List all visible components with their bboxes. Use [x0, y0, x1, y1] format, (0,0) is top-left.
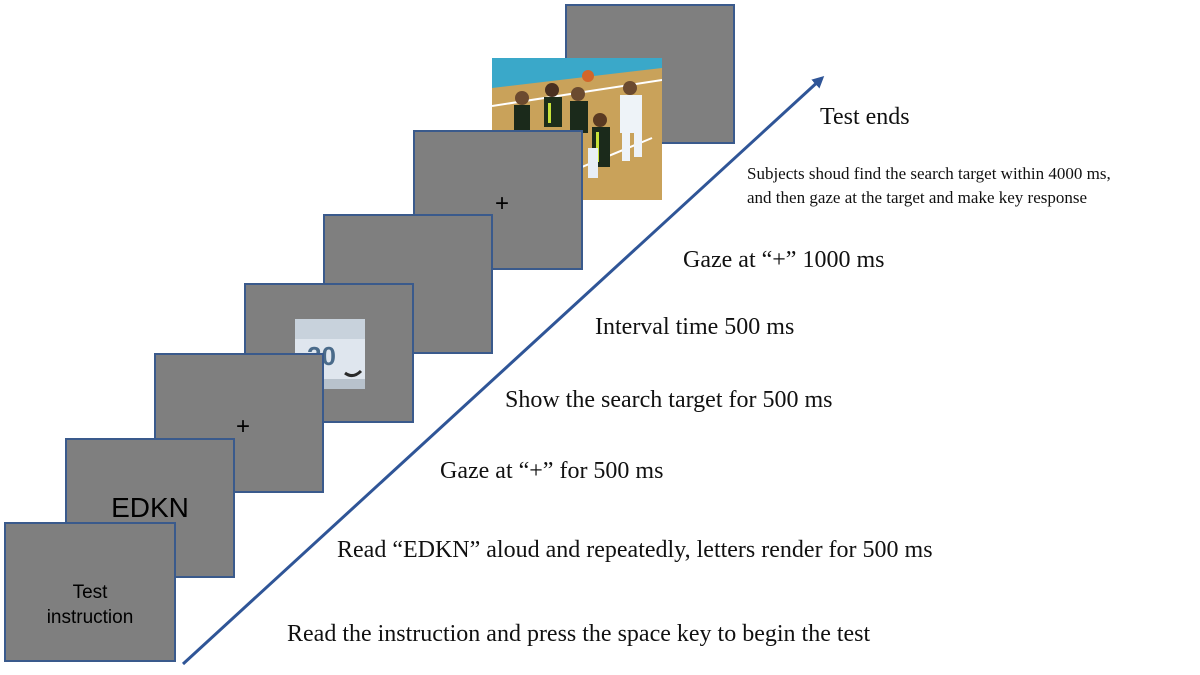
step-search-line2: and then gaze at the target and make key… — [747, 188, 1088, 207]
step-read-letters: Read “EDKN” aloud and repeatedly, letter… — [337, 537, 933, 563]
step-gaze-1000: Gaze at “+” 1000 ms — [683, 247, 885, 273]
step-interval: Interval time 500 ms — [595, 314, 795, 340]
step-read-instruction: Read the instruction and press the space… — [287, 621, 871, 647]
step-test-ends: Test ends — [820, 104, 910, 130]
panel-instruction: Test instruction — [4, 522, 176, 662]
step-search-line1: Subjects shoud find the search target wi… — [747, 164, 1111, 183]
step-gaze-500: Gaze at “+” for 500 ms — [440, 458, 664, 484]
instruction-text-line2: instruction — [46, 607, 134, 628]
step-show-target: Show the search target for 500 ms — [505, 387, 833, 413]
letters-text: EDKN — [111, 492, 189, 523]
fixation-cross: + — [495, 190, 510, 217]
instruction-text-line1: Test — [72, 582, 108, 603]
fixation-cross: + — [236, 413, 251, 440]
